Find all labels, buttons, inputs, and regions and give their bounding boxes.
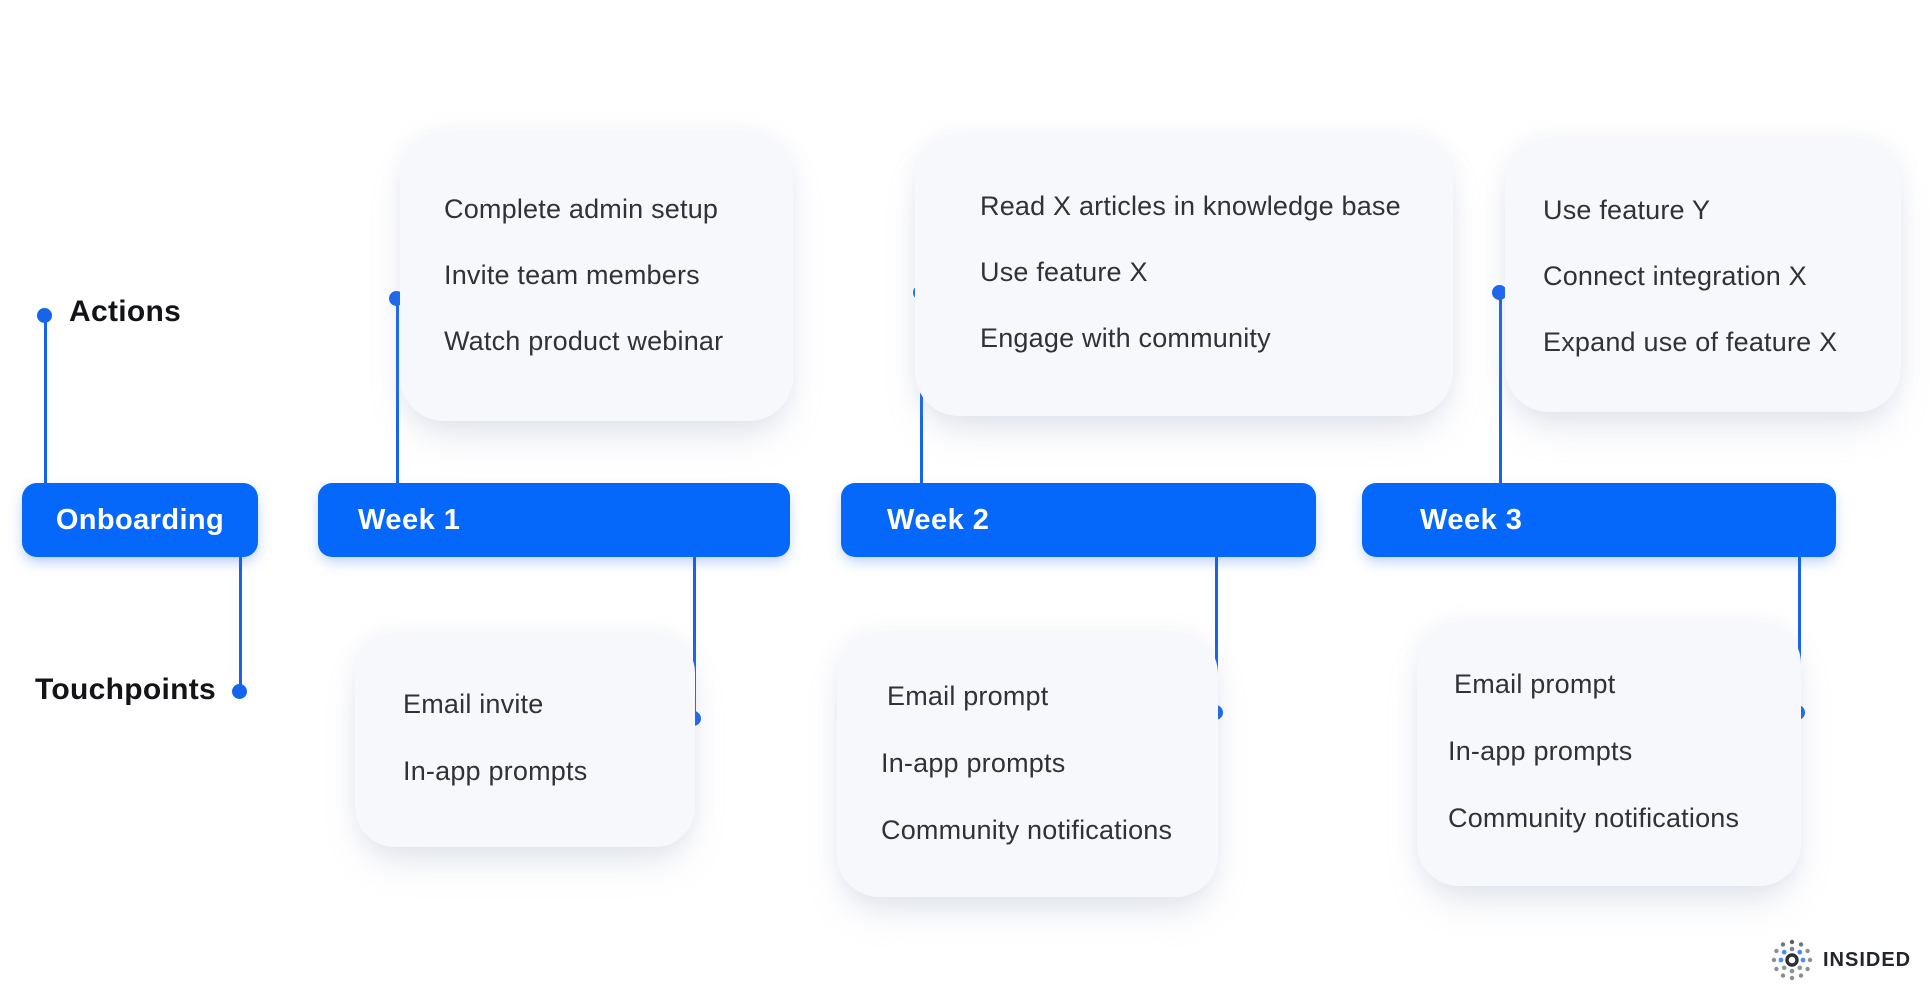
insided-logo-text: INSIDED xyxy=(1823,948,1912,971)
action-item: Use feature Y xyxy=(1543,194,1711,225)
action-item: Expand use of feature X xyxy=(1543,326,1838,357)
touchpoint-item: In-app prompts xyxy=(403,756,588,786)
connector-line-onboarding-to-touchpoints xyxy=(238,556,242,692)
action-item: Connect integration X xyxy=(1543,260,1807,291)
insided-logo: INSIDED xyxy=(1768,936,1911,984)
week-3-actions-card: Use feature Y Connect integration X Expa… xyxy=(1505,138,1901,412)
week-2-bar: Week 2 xyxy=(841,483,1316,557)
onboarding-stage-label: Onboarding xyxy=(55,503,225,536)
connector-line-actions-to-onboarding xyxy=(43,315,47,485)
week-3-bar: Week 3 xyxy=(1362,483,1836,557)
action-item: Read X articles in knowledge base xyxy=(980,190,1401,221)
touchpoint-item: Email prompt xyxy=(887,681,1049,711)
week-3-label: Week 3 xyxy=(1420,503,1523,536)
week-2-touchpoints-card: Email prompt In-app prompts Community no… xyxy=(837,632,1218,897)
week-1-touchpoints-card: Email invite In-app prompts xyxy=(355,633,695,847)
week-1-bar: Week 1 xyxy=(318,483,790,557)
action-item: Engage with community xyxy=(980,322,1271,353)
connector-line-week1-touchpoints xyxy=(692,556,696,718)
week-1-actions-card: Complete admin setup Invite team members… xyxy=(400,132,793,421)
connector-dot-touchpoints xyxy=(232,684,247,699)
touchpoint-item: Community notifications xyxy=(881,815,1173,845)
touchpoint-item: Community notifications xyxy=(1448,803,1740,833)
insided-logo-icon xyxy=(1771,939,1813,981)
connector-line-week1-actions xyxy=(395,298,399,485)
week-1-label: Week 1 xyxy=(358,503,461,536)
action-item: Watch product webinar xyxy=(444,325,724,356)
onboarding-stage-pill: Onboarding xyxy=(22,483,258,557)
action-item: Invite team members xyxy=(444,259,700,290)
week-3-touchpoints-card: Email prompt In-app prompts Community no… xyxy=(1417,622,1801,886)
touchpoint-item: In-app prompts xyxy=(1448,736,1633,766)
touchpoints-label: Touchpoints xyxy=(35,673,217,706)
connector-line-week3-actions xyxy=(1498,292,1502,485)
touchpoint-item: Email invite xyxy=(403,689,544,719)
touchpoint-item: Email prompt xyxy=(1454,669,1616,699)
week-2-actions-card: Read X articles in knowledge base Use fe… xyxy=(915,134,1453,416)
connector-dot-week3-actions xyxy=(1492,285,1507,300)
connector-line-week2-touchpoints xyxy=(1214,556,1218,713)
touchpoint-item: In-app prompts xyxy=(881,748,1066,778)
actions-label: Actions xyxy=(69,295,182,328)
connector-line-week3-touchpoints xyxy=(1797,556,1801,713)
action-item: Complete admin setup xyxy=(444,193,719,224)
action-item: Use feature X xyxy=(980,256,1148,287)
week-2-label: Week 2 xyxy=(887,503,990,536)
connector-dot-actions xyxy=(37,308,52,323)
